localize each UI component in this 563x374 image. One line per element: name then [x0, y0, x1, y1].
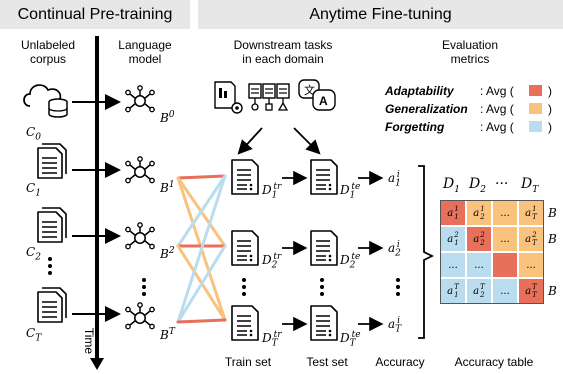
table-col-label: DT: [521, 176, 539, 195]
table-row-label: B: [548, 284, 557, 298]
table-cell: [492, 252, 518, 278]
metric-adaptability: Adaptability: [385, 84, 454, 98]
table-cell: ...: [440, 252, 466, 278]
corpus-label-T: CT: [26, 326, 42, 344]
footer-train-set: Train set: [224, 355, 272, 369]
task-icons: 文 A: [214, 79, 336, 114]
neural-network-icon-BT: [125, 302, 155, 330]
model-label-2: B2: [160, 246, 175, 261]
table-col-label: D2: [469, 176, 486, 195]
arrow-task-train: [237, 127, 263, 155]
metric-forgetting: Forgetting: [385, 120, 445, 134]
model-label-1: B1: [160, 180, 175, 195]
evaluation-title: Evaluation metrics: [441, 38, 499, 66]
footer-accuracy: Accuracy: [375, 355, 425, 369]
bracket: [418, 165, 435, 339]
table-cell: ...: [492, 278, 518, 304]
table-col-label: D1: [443, 176, 460, 195]
database-cloud-icon: [23, 84, 68, 118]
svg-text:A: A: [319, 94, 328, 108]
time-label: Time: [82, 327, 97, 355]
train-label-2: D2tr: [262, 252, 282, 271]
train-doc-2: [231, 230, 259, 266]
corpus-label: Unlabeled corpus: [20, 38, 76, 66]
header-anytime-finetuning: Anytime Fine-tuning: [198, 0, 563, 29]
neural-network-icon-B2: [125, 222, 155, 250]
neural-network-icon-B0: [125, 85, 155, 113]
forgetting-swatch: [529, 121, 542, 132]
acc-label-T: aTi: [388, 316, 402, 335]
corpus-ellipsis: [48, 257, 52, 275]
generalization-swatch: [529, 103, 542, 114]
acc-label-1: a1i: [388, 170, 401, 189]
test-label-T: DTte: [340, 330, 361, 349]
corpus-label-0: C0: [26, 125, 41, 143]
train-label-1: D1tr: [262, 182, 282, 201]
metric-adaptability-avg: : Avg (: [480, 84, 514, 98]
model-label-0: B0: [160, 110, 175, 125]
test-doc-2: [310, 230, 338, 266]
table-cell: ...: [492, 226, 518, 252]
train-doc-1: [231, 159, 259, 195]
test-doc-1: [310, 159, 338, 195]
table-cell: ...: [466, 252, 492, 278]
metric-generalization: Generalization: [385, 102, 468, 116]
time-arrowhead: [90, 358, 104, 370]
test-label-1: D1te: [340, 182, 361, 201]
model-label-T: BT: [160, 327, 175, 342]
model-ellipsis: [142, 278, 146, 296]
header-continual-pretraining: Continual Pre-training: [0, 0, 190, 29]
model-label: Language model: [118, 38, 172, 66]
corpus-label-1: C1: [26, 181, 41, 199]
corpus-doc-2: [38, 208, 66, 242]
neural-network-icon-B1: [125, 156, 155, 184]
corpus-doc-1: [38, 144, 66, 178]
table-col-label: ···: [495, 176, 509, 192]
metric-generalization-avg: : Avg (: [480, 102, 514, 116]
arrow-task-test: [293, 127, 321, 155]
metric-generalization-close: ): [548, 102, 552, 116]
svg-text:文: 文: [304, 83, 315, 97]
corpus-doc-T: [38, 288, 66, 322]
train-label-T: DTtr: [262, 330, 282, 349]
metric-adaptability-close: ): [548, 84, 552, 98]
footer-test-set: Test set: [306, 355, 348, 369]
table-border: [440, 200, 544, 304]
test-ellipsis: [320, 278, 324, 296]
table-row-label: B: [548, 206, 557, 220]
crossing-lines: [176, 174, 227, 324]
metric-forgetting-close: ): [548, 120, 552, 134]
acc-ellipsis: [396, 278, 400, 296]
table-cell: ...: [518, 252, 544, 278]
metric-forgetting-avg: : Avg (: [480, 120, 514, 134]
test-label-2: D2te: [340, 252, 361, 271]
train-ellipsis: [242, 278, 246, 296]
test-doc-T: [310, 305, 338, 341]
acc-label-2: a2i: [388, 240, 401, 259]
train-doc-T: [231, 305, 259, 341]
table-row-label: B: [548, 232, 557, 246]
table-cell: ...: [492, 200, 518, 226]
footer-accuracy-table: Accuracy table: [454, 355, 534, 369]
adaptability-swatch: [529, 85, 542, 96]
corpus-label-2: C2: [26, 245, 41, 263]
downstream-title: Downstream tasks in each domain: [233, 38, 333, 66]
